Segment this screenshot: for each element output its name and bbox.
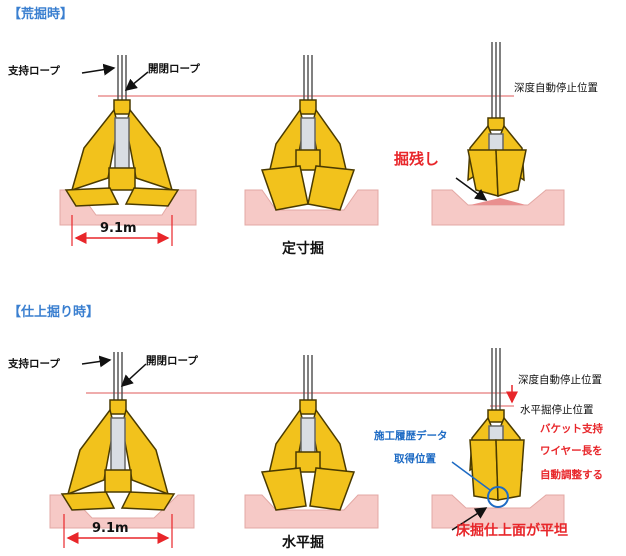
horizontal-stop-label: 水平掘停止位置 xyxy=(520,404,594,416)
history-position-marker xyxy=(487,486,509,508)
grab-bucket-rough-3 xyxy=(467,42,527,197)
seabed-finish-3 xyxy=(431,494,565,529)
support-rope-arrow-bottom xyxy=(81,355,112,368)
support-rope-label-bottom: 支持ロープ xyxy=(8,358,60,370)
caption-fixed-depth: 定寸掘 xyxy=(282,241,324,257)
seabed-rough-2 xyxy=(244,189,379,226)
history-pointer-arrow xyxy=(451,461,491,491)
bucket-adjust-line-3: 自動調整する xyxy=(540,469,603,481)
flat-surface-arrow xyxy=(451,507,488,531)
grab-bucket-rough-2 xyxy=(260,55,356,211)
open-close-rope-label-top: 開閉ロープ xyxy=(148,63,200,75)
bucket-adjust-line-2: ワイヤー長を xyxy=(540,445,603,457)
grab-bucket-finish-1 xyxy=(60,352,176,511)
support-rope-arrow-top xyxy=(81,63,116,76)
width-dimension-bottom xyxy=(63,514,173,548)
width-label-top: 9.1m xyxy=(100,221,137,236)
flat-surface-label: 床掘仕上面が平坦 xyxy=(456,523,568,539)
open-close-rope-arrow-top xyxy=(124,71,149,91)
depth-stop-label-top: 深度自動停止位置 xyxy=(514,82,598,94)
seabed-finish-2 xyxy=(244,494,379,529)
grab-bucket-finish-3 xyxy=(469,348,525,501)
caption-horizontal: 水平掘 xyxy=(282,535,324,551)
grab-bucket-rough-1 xyxy=(64,55,180,207)
support-rope-label-top: 支持ロープ xyxy=(8,65,60,77)
open-close-rope-label-bottom: 開閉ロープ xyxy=(146,355,198,367)
depth-stop-label-bottom: 深度自動停止位置 xyxy=(518,374,602,386)
remaining-label: 掘残し xyxy=(394,150,440,168)
open-close-rope-arrow-bottom xyxy=(120,363,147,388)
finish-section-heading: 【仕上掘り時】 xyxy=(8,305,100,320)
remaining-arrow xyxy=(455,177,488,201)
bucket-adjust-line-1: バケット支持 xyxy=(540,423,603,435)
grab-bucket-finish-2 xyxy=(260,355,356,511)
history-data-label-2: 取得位置 xyxy=(394,453,436,465)
width-label-bottom: 9.1m xyxy=(92,521,129,536)
history-data-label-1: 施工履歴データ xyxy=(374,430,448,442)
rough-section-heading: 【荒掘時】 xyxy=(8,7,74,22)
seabed-rough-3 xyxy=(431,189,565,226)
width-dimension-top xyxy=(71,215,173,246)
